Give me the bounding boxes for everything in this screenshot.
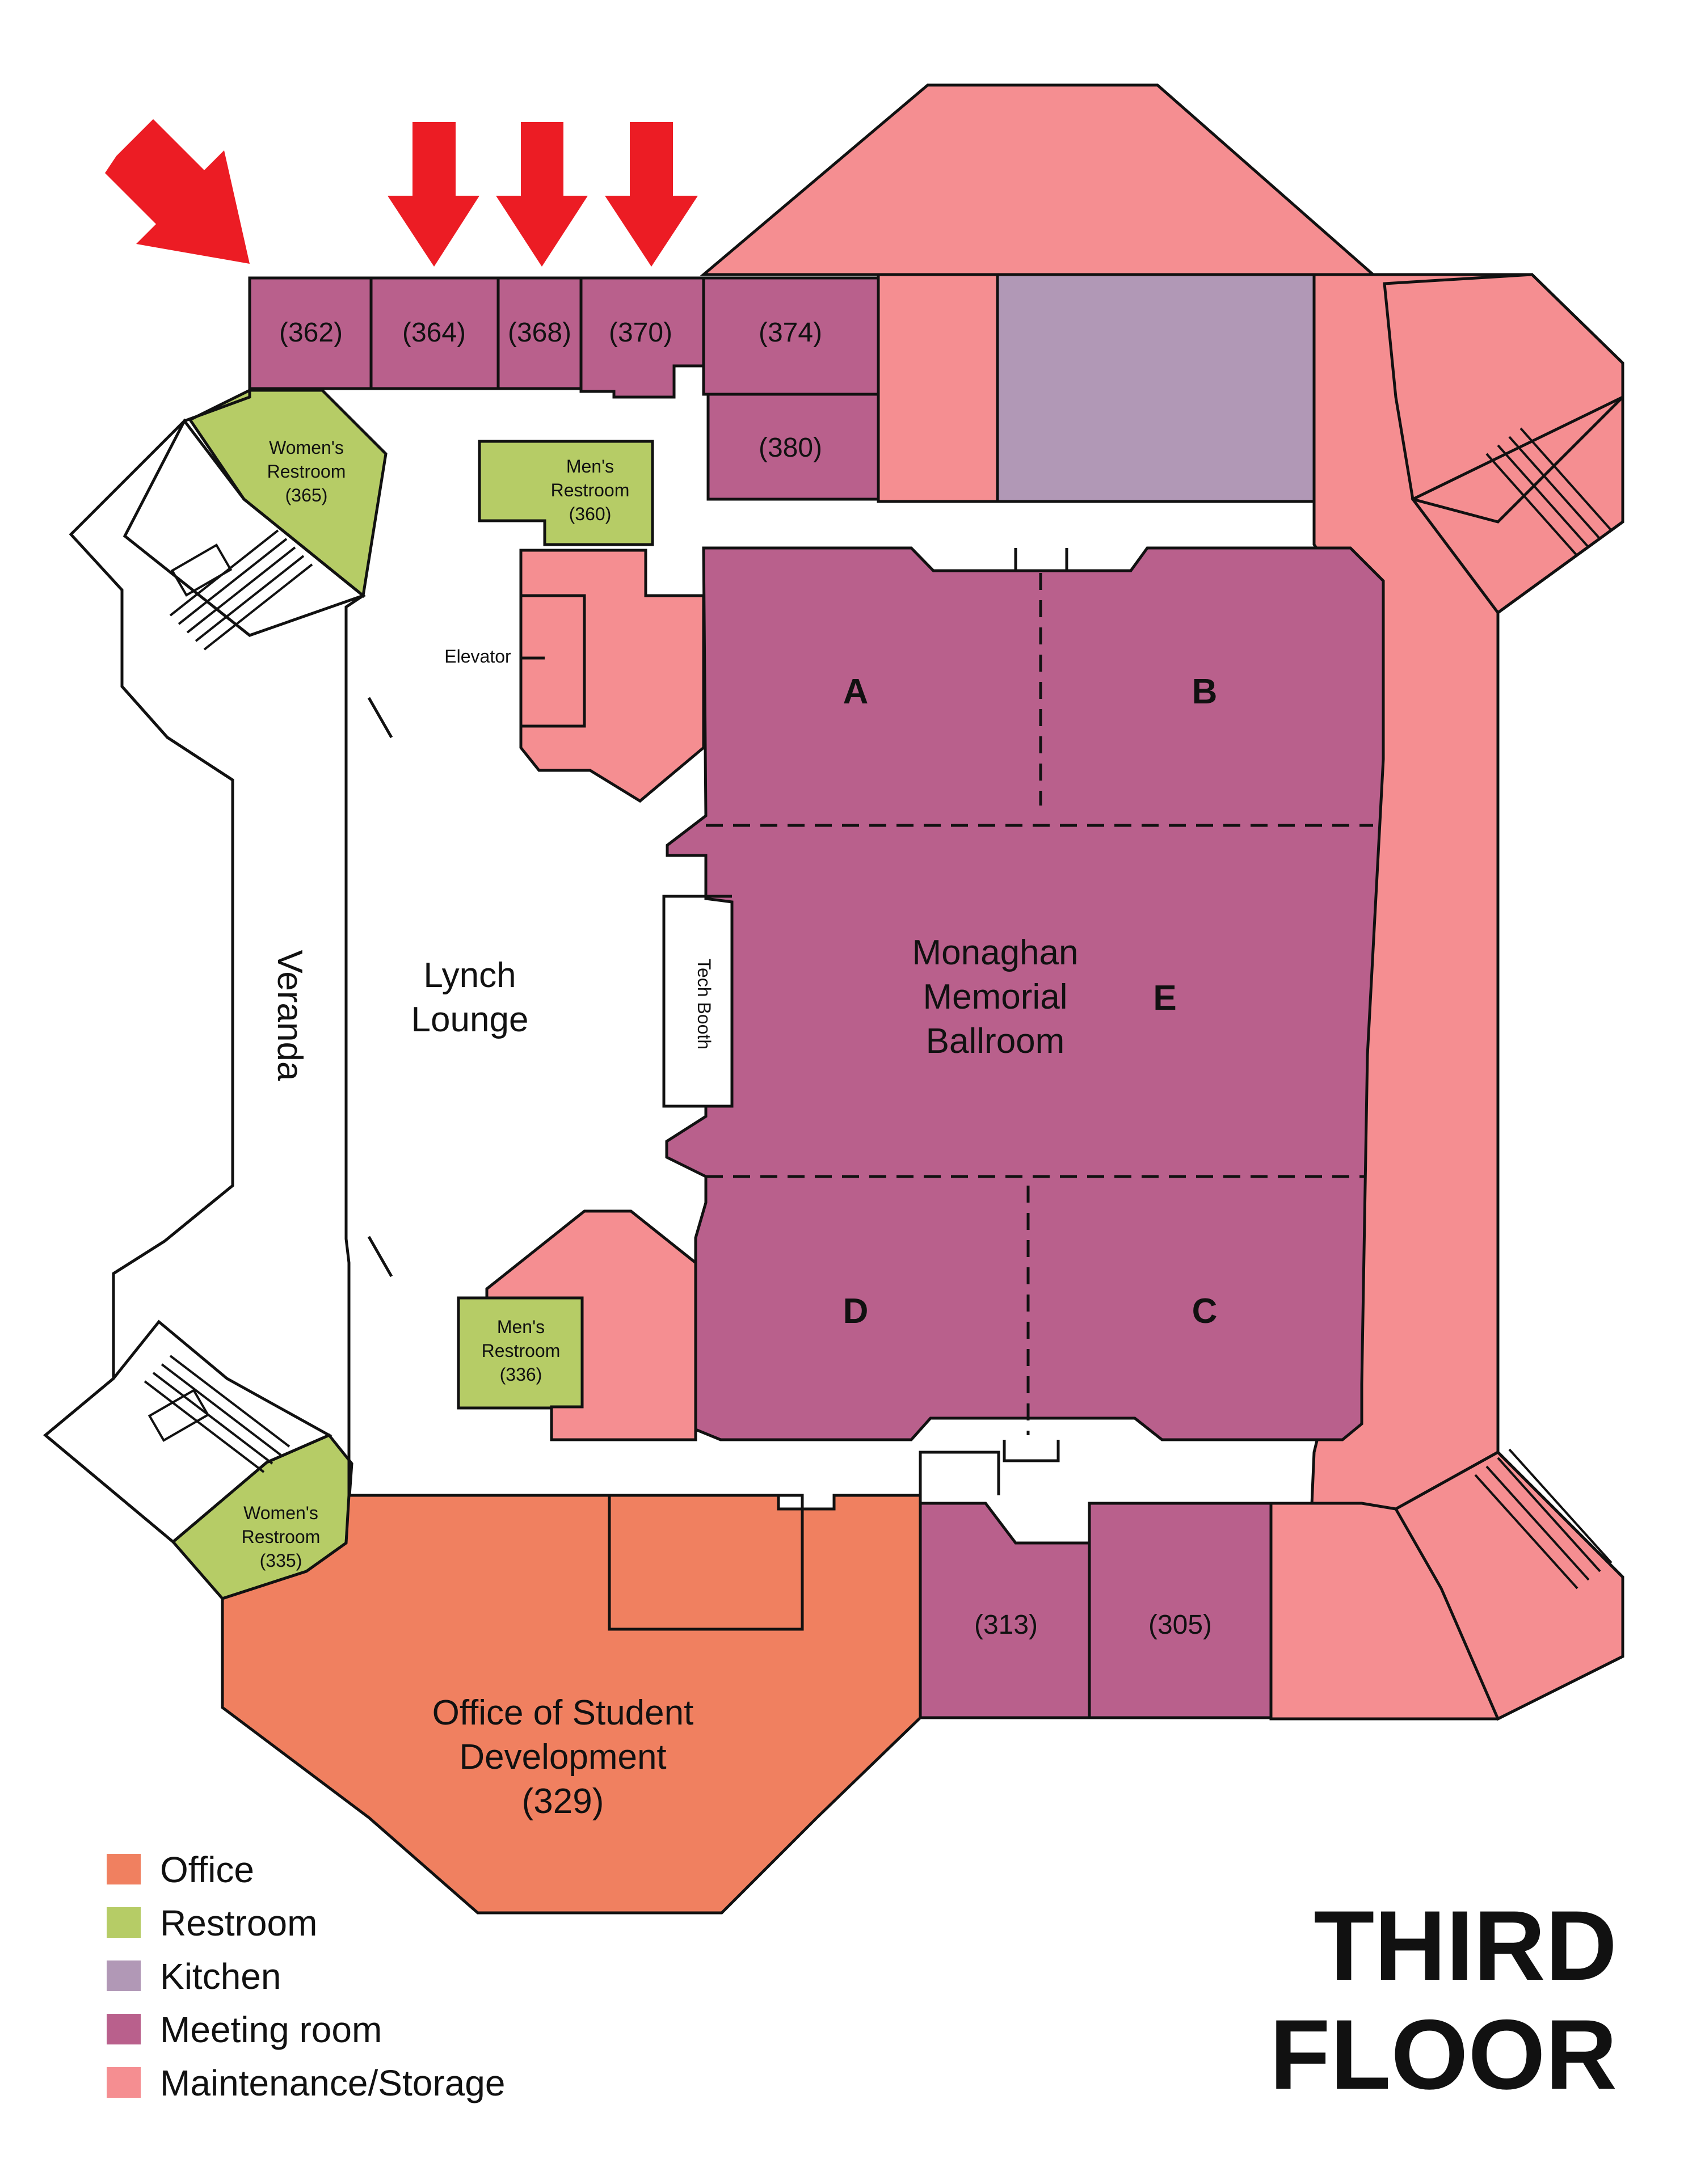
label-womens-335-line3: (335) (260, 1550, 302, 1571)
legend-label-office: Office (160, 1849, 254, 1890)
label-office-line2: Development (459, 1738, 666, 1777)
room-364[interactable] (369, 276, 500, 390)
label-mens-336-line2: Restroom (482, 1340, 561, 1361)
label-380: (380) (759, 433, 822, 463)
label-womens-335-line2: Restroom (242, 1527, 321, 1547)
label-mens-360-line1: Men's (566, 456, 614, 477)
arrow-icon-370 (605, 122, 698, 267)
label-section-b: B (1192, 672, 1218, 711)
label-tech-booth: Tech Booth (694, 959, 714, 1049)
room-374[interactable] (702, 276, 880, 396)
south-corridor-wall (919, 1451, 1000, 1495)
label-office-line3: (329) (522, 1782, 604, 1821)
stairwell-southeast (1394, 1448, 1624, 1721)
legend-label-kitchen: Kitchen (160, 1956, 281, 1997)
label-womens-365-line2: Restroom (267, 461, 346, 482)
elevator-shaft (521, 594, 586, 728)
label-section-c: C (1192, 1292, 1218, 1331)
tech-booth-wall (662, 895, 732, 1108)
label-womens-335-line1: Women's (243, 1503, 318, 1523)
label-mens-336-line3: (336) (500, 1364, 542, 1385)
monaghan-memorial-ballroom[interactable] (665, 546, 1385, 1441)
legend-swatch-office (107, 1854, 141, 1884)
label-elevator: Elevator (444, 646, 511, 667)
legend-swatch-restroom (107, 1907, 141, 1938)
legend-label-meeting: Meeting room (160, 2009, 382, 2050)
legend-swatch-maintenance (107, 2067, 141, 2098)
legend-label-maintenance: Maintenance/Storage (160, 2063, 505, 2103)
legend-label-restroom: Restroom (160, 1903, 317, 1943)
maintenance-elevator-south (485, 1209, 697, 1441)
outer-wall-west (43, 391, 251, 1543)
label-374: (374) (759, 318, 822, 348)
label-womens-365-line3: (365) (285, 485, 328, 505)
label-364: (364) (402, 318, 466, 348)
arrow-icon-364 (388, 122, 479, 267)
arrow-icon-362 (105, 119, 250, 264)
room-380[interactable] (706, 393, 880, 501)
room-362[interactable] (248, 276, 373, 390)
label-office-line1: Office of Student (432, 1693, 694, 1732)
room-368[interactable] (496, 276, 583, 390)
maintenance-elevator-north (519, 549, 705, 803)
label-362: (362) (279, 318, 343, 348)
veranda-outer-line (112, 590, 234, 1275)
arrow-icon-368 (496, 122, 588, 267)
label-mens-336-line1: Men's (497, 1317, 545, 1337)
label-ballroom-line3: Ballroom (926, 1022, 1065, 1061)
legend-swatch-kitchen (107, 1960, 141, 1991)
stairwell-northwest (123, 418, 367, 651)
label-313: (313) (974, 1610, 1038, 1640)
title-line1: THIRD (1314, 1891, 1617, 2001)
stairwell-northeast (1411, 395, 1624, 615)
label-womens-365-line1: Women's (269, 437, 344, 458)
kitchen (996, 273, 1316, 503)
label-305: (305) (1148, 1610, 1212, 1640)
maintenance-north-wedge (700, 83, 1377, 276)
label-mens-360-line2: Restroom (551, 480, 630, 500)
title-line2: FLOOR (1270, 2000, 1617, 2110)
mens-restroom-360[interactable] (478, 440, 654, 546)
room-305[interactable] (1088, 1502, 1273, 1719)
label-section-e: E (1153, 979, 1176, 1018)
label-section-d: D (843, 1292, 869, 1331)
label-lynch-line2: Lounge (411, 1000, 529, 1039)
maintenance-corridor-north (877, 273, 999, 503)
stair-door-north (367, 697, 393, 739)
south-ballroom-notch (1003, 1440, 1060, 1462)
label-mens-360-line3: (360) (569, 504, 612, 524)
label-ballroom-line1: Monaghan (912, 933, 1078, 972)
stair-door-south (367, 1236, 393, 1277)
stairwell-southwest (43, 1319, 332, 1544)
veranda-inner-wall (344, 594, 364, 1495)
label-ballroom-line2: Memorial (923, 977, 1068, 1017)
north-ballroom-notch (1014, 548, 1068, 572)
office-inner-wall (608, 1494, 804, 1631)
label-section-a: A (843, 672, 869, 711)
office-of-student-development-329[interactable] (221, 1494, 922, 1915)
label-368: (368) (508, 318, 571, 348)
label-lynch-line1: Lynch (423, 956, 516, 995)
legend-swatch-meeting (107, 2014, 141, 2044)
legend: Office Restroom Kitchen Meeting room Mai… (107, 1849, 505, 2103)
maintenance-northeast-wing (1383, 273, 1624, 524)
label-veranda: Veranda (270, 950, 309, 1082)
label-370: (370) (609, 318, 672, 348)
